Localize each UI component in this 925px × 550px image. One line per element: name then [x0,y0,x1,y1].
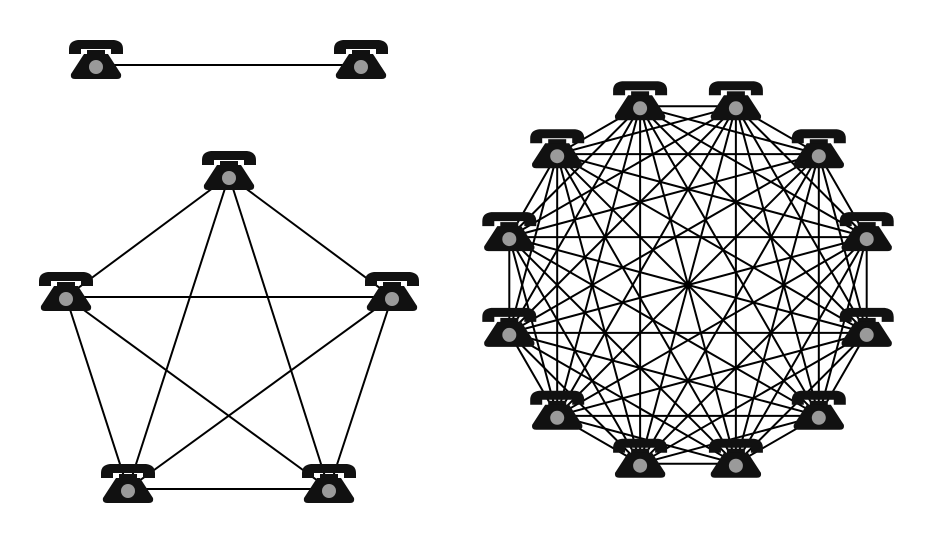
connection-line [127,296,393,490]
telephone-icon [39,272,93,311]
connection-line [639,153,820,465]
connection-line [509,153,820,239]
connection-line [328,296,393,490]
connection-line [556,153,737,465]
phone-dial [811,410,826,425]
phone-dial [633,101,648,116]
five-phone-network-phones [39,151,419,503]
telephone-icon [101,464,155,503]
phone-dial [728,101,743,116]
telephone-icon [839,307,894,347]
telephone-icon [708,81,763,121]
connection-line [508,236,559,417]
two-phone-network-phones [69,40,388,79]
connection-line [556,105,737,417]
phone-dial [89,60,103,74]
connection-line [639,105,820,417]
telephone-icon [791,129,846,169]
phone-dial [59,292,73,306]
telephone-icon [334,40,388,79]
connection-line [65,296,129,490]
connection-line [509,331,820,417]
connection-line [65,296,330,490]
telephone-icon [202,151,256,190]
telephone-icon [365,272,419,311]
phone-dial [502,232,517,247]
phone-dial [550,410,565,425]
telephone-icon [708,438,763,478]
phone-dial [550,149,565,164]
twelve-phone-network-phones [482,81,894,478]
connection-line [508,236,820,417]
telephone-icon [613,438,668,478]
phone-dial [811,149,826,164]
telephone-icon [302,464,356,503]
connection-line [508,153,559,334]
telephones [39,40,894,503]
five-phone-network-connections [65,175,393,490]
telephone-icon [482,212,537,252]
telephone-icon [530,390,585,430]
connection-line [228,175,330,490]
telephone-icon [69,40,123,79]
telephone-icon [530,129,585,169]
connection-line [508,236,737,465]
phone-dial [859,327,874,342]
telephone-icon [839,212,894,252]
phone-dial [354,60,368,74]
phone-dial [859,232,874,247]
telephone-icon [482,307,537,347]
phone-dial [385,292,399,306]
connection-line [508,153,820,334]
connection-line [556,105,737,156]
connection-line [556,153,867,239]
phone-dial [121,484,135,498]
connection-lines [65,64,868,490]
phone-dial [728,458,743,473]
connection-line [228,175,393,298]
phone-dial [502,327,517,342]
connection-line [556,331,867,417]
connection-line [127,175,230,490]
connection-line [508,236,641,465]
telephone-icon [791,390,846,430]
phone-dial [222,171,236,185]
connection-line [556,153,868,334]
twelve-phone-network-connections [508,105,868,465]
phone-dial [322,484,336,498]
connection-line [556,153,820,417]
phone-dial [633,458,648,473]
connection-line [556,153,642,464]
connection-line [65,175,230,298]
telephone-icon [613,81,668,121]
connection-line [556,236,868,417]
